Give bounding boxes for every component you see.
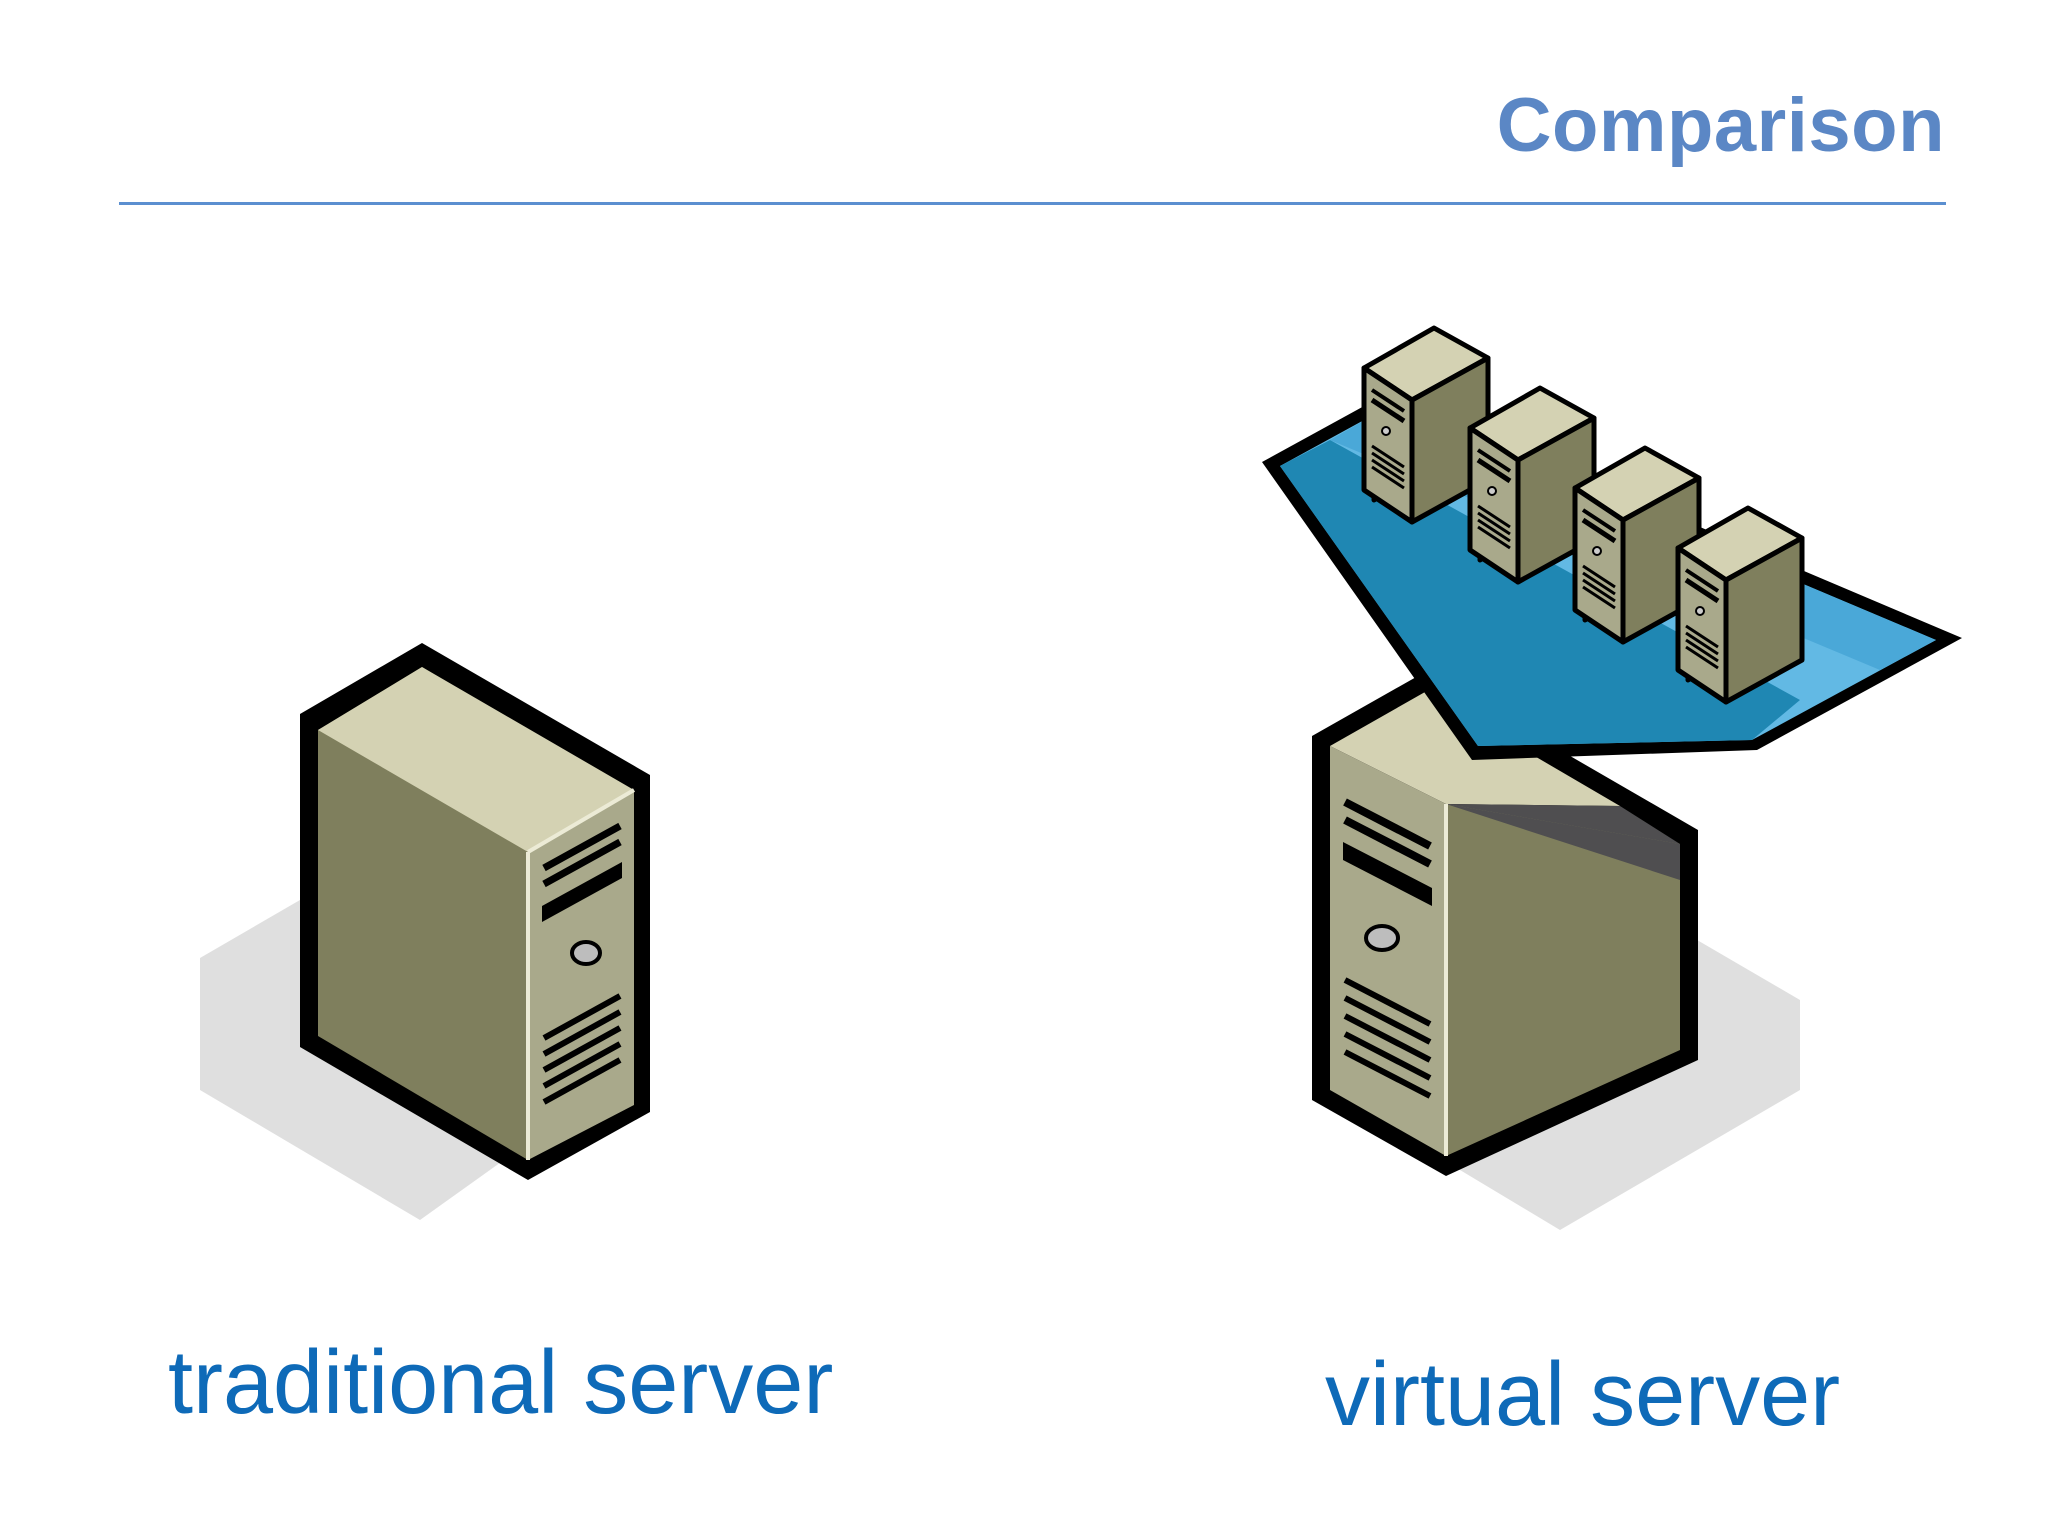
- guest-server-4-icon: [1678, 508, 1802, 702]
- traditional-server-icon: [200, 643, 650, 1220]
- title-divider: [119, 202, 1946, 205]
- slide-title: Comparison: [1496, 83, 1945, 168]
- virtual-server-caption: virtual server: [1325, 1345, 1841, 1445]
- traditional-server-caption: traditional server: [168, 1333, 834, 1433]
- virtual-server-host-icon: [1312, 672, 1800, 1230]
